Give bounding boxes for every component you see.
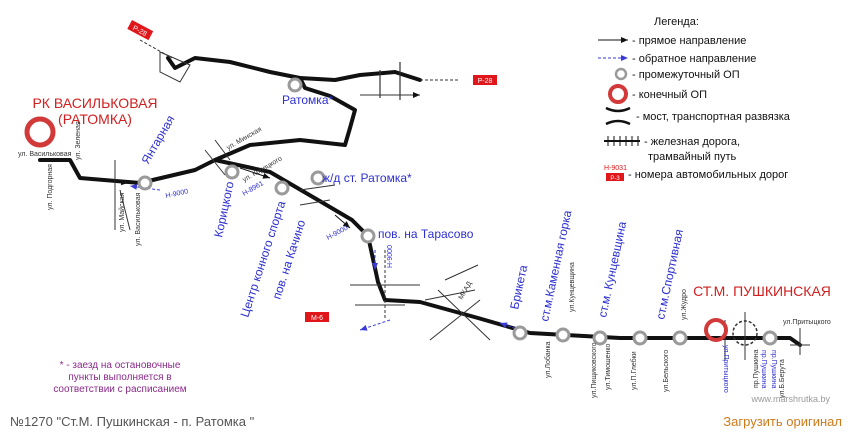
street-label: ул.П.Глебки xyxy=(630,351,638,390)
stop-marker xyxy=(555,327,571,343)
stop-marker xyxy=(287,77,303,93)
legend-item: - прямое направление xyxy=(632,35,746,47)
street-label: ул.Б.Берута xyxy=(779,359,786,398)
legend-terminal-icon xyxy=(608,84,628,104)
legend-bridge-icon xyxy=(605,106,631,126)
legend-item: - промежуточный ОП xyxy=(632,69,740,81)
street-label: ул. Корицкого xyxy=(242,155,284,183)
stop-marker xyxy=(224,164,240,180)
road-number: Н-9000 xyxy=(165,188,189,200)
terminal-end-marker xyxy=(704,318,728,342)
map-caption: №1270 "Ст.М. Пушкинская - п. Ратомка " xyxy=(10,414,255,429)
road-badge xyxy=(127,20,154,41)
stop-marker xyxy=(512,325,528,341)
auxiliary-roads xyxy=(114,39,810,360)
stop-marker xyxy=(672,330,688,346)
road-number: Н-9000 xyxy=(387,245,394,268)
street-label: ул.Тимошенко xyxy=(605,344,612,390)
legend-item: - обратное направление xyxy=(632,53,756,65)
street-label: ул. Васильковая xyxy=(135,192,142,246)
stop-marker xyxy=(310,170,326,186)
road-badge xyxy=(606,173,624,181)
street-label: ул.Кунцевщина xyxy=(569,262,576,312)
legend: Легенда: - прямое направление - обратное… xyxy=(598,16,791,182)
stop-label: ст.м. Кунцевщина xyxy=(595,220,629,319)
crossing-marker xyxy=(732,320,758,346)
legend-road-sample: Н-9031 xyxy=(604,165,627,172)
street-label: ул.Лобанка xyxy=(544,341,552,378)
road-number: М-6 xyxy=(311,315,323,322)
street-label: ул. Подгорная xyxy=(47,164,54,210)
schedule-note: * - заезд на остановочные пункты выполня… xyxy=(53,360,187,395)
street-label: ул. Зеленая xyxy=(75,121,82,160)
road-badge xyxy=(473,75,497,85)
stop-marker xyxy=(632,330,648,346)
road-number: Н-9000 xyxy=(326,225,350,242)
street-label: пр.Пушкина xyxy=(753,349,760,388)
terminal-start-marker xyxy=(24,116,56,148)
legend-item: трамвайный путь xyxy=(648,151,736,163)
stop-label: Корицкого xyxy=(211,180,237,239)
legend-stop-icon xyxy=(614,67,628,81)
street-label: ул.Притыцкого xyxy=(722,345,729,393)
legend-title: Легенда: xyxy=(654,16,699,28)
terminal-start-name: РК ВАСИЛЬКОВАЯ xyxy=(32,95,157,111)
road-badge xyxy=(305,312,329,322)
road-number: Р-28 xyxy=(131,25,147,38)
street-label: ул. Майская xyxy=(118,192,126,232)
street-label: пр.Пушкина xyxy=(760,350,767,389)
legend-railway-icon xyxy=(604,136,640,146)
legend-item: - конечный ОП xyxy=(632,89,707,101)
terminal-start-sub: (РАТОМКА) xyxy=(58,111,132,127)
street-label: ул.Бельского xyxy=(663,350,670,392)
stop-marker xyxy=(762,330,778,346)
stop-markers xyxy=(137,77,778,346)
stop-label: Ратомка* xyxy=(282,93,333,107)
legend-item: - номера автомобильных дорог xyxy=(628,169,788,181)
legend-item: - мост, транспортная развязка xyxy=(636,111,791,123)
street-label: пр.Пушкина xyxy=(770,350,777,389)
direction-arrows xyxy=(99,167,521,331)
stop-labels: Янтарная Корицкого Центр конного спорта … xyxy=(138,93,686,323)
stop-label: пов. на Тарасово xyxy=(378,227,474,241)
legend-item: - железная дорога, xyxy=(644,136,740,148)
stop-marker xyxy=(137,175,153,191)
legend-road-sample-badge: Р-3 xyxy=(610,176,620,182)
stop-marker xyxy=(592,330,608,346)
stop-label: ж/д ст. Ратомка* xyxy=(322,171,412,185)
street-label: ул.Притыцкого xyxy=(783,319,831,326)
road-number: Р-28 xyxy=(478,78,493,85)
download-original-link[interactable]: Загрузить оригинал xyxy=(723,414,842,429)
stop-marker xyxy=(274,180,290,196)
stop-label: Брикета xyxy=(507,263,530,310)
watermark: www.marshrutka.by xyxy=(750,394,830,404)
stop-marker xyxy=(360,228,376,244)
street-label: ул.Пищиковского xyxy=(591,342,598,398)
street-label: ул. Васильковая xyxy=(18,151,72,158)
terminal-end-name: СТ.М. ПУШКИНСКАЯ xyxy=(693,283,831,299)
stop-label: Янтарная xyxy=(138,113,177,167)
street-label: ул.Жудро xyxy=(681,289,688,320)
